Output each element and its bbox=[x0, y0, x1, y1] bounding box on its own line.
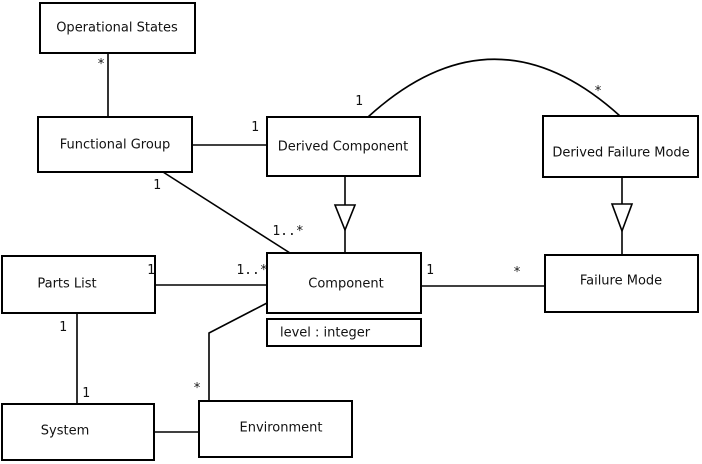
multiplicity-arc-star: * bbox=[594, 84, 602, 99]
class-box-derived-component[interactable] bbox=[266, 116, 421, 177]
multiplicity-parts-list-system-one-bottom: 1 bbox=[82, 386, 90, 401]
multiplicity-parts-list-system-one-top: 1 bbox=[59, 320, 67, 335]
multiplicity-component-one: 1 bbox=[426, 263, 434, 278]
class-label-failure-mode: Failure Mode bbox=[580, 274, 662, 289]
class-label-derived-failure-mode: Derived Failure Mode bbox=[552, 146, 689, 161]
class-label-functional-group: Functional Group bbox=[60, 138, 171, 153]
multiplicity-failure-mode-star: * bbox=[513, 265, 521, 280]
class-label-operational-states: Operational States bbox=[56, 21, 178, 36]
multiplicity-derived-component-one: 1 bbox=[251, 120, 259, 135]
class-box-derived-failure-mode[interactable] bbox=[542, 115, 699, 178]
class-box-parts-list[interactable] bbox=[1, 255, 156, 314]
class-label-system: System bbox=[41, 424, 89, 439]
class-box-operational-states[interactable] bbox=[39, 2, 196, 54]
association-functional-group-component bbox=[162, 171, 291, 254]
class-label-parts-list: Parts List bbox=[37, 277, 96, 292]
component-attribute-label: level : integer bbox=[280, 326, 371, 341]
class-label-component: Component bbox=[308, 277, 383, 292]
multiplicity-environment-star: * bbox=[193, 381, 201, 396]
generalization-arrowhead-icon bbox=[333, 204, 357, 233]
multiplicity-functional-group-one: 1 bbox=[153, 178, 161, 193]
class-box-environment[interactable] bbox=[198, 400, 353, 458]
association-arc-derived-component-derived-failure-mode bbox=[367, 58, 621, 118]
component-attribute-compartment[interactable] bbox=[266, 318, 422, 347]
generalization-arrowhead-icon bbox=[610, 203, 634, 234]
multiplicity-parts-list-one: 1 bbox=[147, 263, 155, 278]
class-label-environment: Environment bbox=[239, 421, 322, 436]
multiplicity-operational-states-star: * bbox=[97, 57, 105, 72]
class-label-derived-component: Derived Component bbox=[278, 140, 409, 155]
class-box-failure-mode[interactable] bbox=[544, 254, 699, 313]
association-environment-component bbox=[208, 302, 268, 401]
class-box-component[interactable] bbox=[266, 252, 422, 314]
class-box-functional-group[interactable] bbox=[37, 116, 193, 173]
multiplicity-arc-one: 1 bbox=[355, 94, 363, 109]
multiplicity-functional-group-component-many: 1..* bbox=[272, 224, 303, 239]
multiplicity-parts-list-component-many: 1..* bbox=[236, 263, 267, 278]
class-box-system[interactable] bbox=[1, 403, 155, 461]
